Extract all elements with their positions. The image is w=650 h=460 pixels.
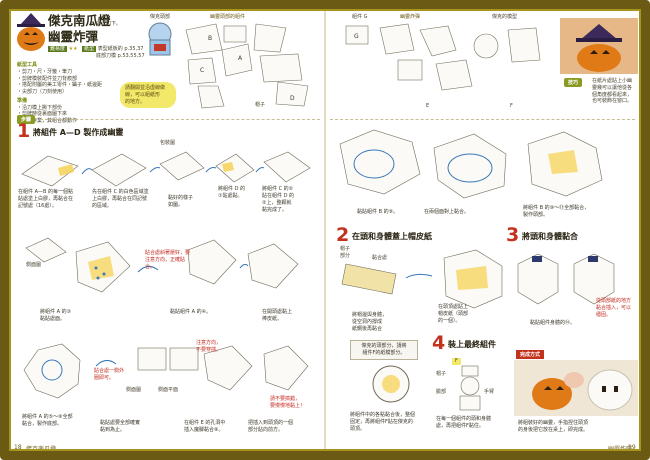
step1-illustrations — [18, 144, 318, 196]
top-label-a: 傑克頭部 — [150, 14, 171, 20]
label-arm: 手臂 — [484, 389, 495, 395]
section-bar: 步驟 — [17, 115, 36, 124]
tip-heading: 技巧 — [564, 78, 583, 87]
step3-illustrations — [508, 244, 636, 318]
svg-text:C: C — [200, 67, 204, 74]
step3-number: 3 — [506, 224, 520, 246]
step4-bubble: 傑克的頭部分，請將 組件F的紙模部分。 — [350, 340, 418, 360]
label-mid: 黏合處 — [372, 255, 388, 261]
right-top-label-b: 幽靈炸彈 — [400, 14, 421, 20]
note-red-1: 貼合處斜著壓好，要 注意方向，正確貼 合。 — [145, 250, 191, 270]
bottom-caption-3: 在組件 E 的孔洞中 插入魔腳黏合⑧。 — [184, 420, 226, 433]
step1-sub: 包裝圖 — [160, 140, 176, 146]
step4-title: 裝上最終組件 — [448, 340, 496, 349]
svg-text:B: B — [208, 35, 212, 42]
page-number-left: 18 — [14, 444, 22, 451]
svg-text:A: A — [238, 55, 243, 62]
step4-caption-2: 在每一個組件的頭和身體 處，再把組件F黏住。 — [436, 416, 492, 429]
note-red-3: 注意方向， 不要穿插。 — [196, 340, 222, 353]
step4-assembly-illustration — [440, 362, 500, 416]
label-face: 臉部 — [436, 389, 447, 395]
middle-caption-3: 在開頭處黏上 棒皮紙。 — [262, 309, 293, 322]
step3-title: 將頭和身體黏合 — [522, 232, 578, 241]
step1-caption-2: 先在組件 C 的白色區域塗 上白膠，再黏合在同記號 的區域。 — [92, 189, 149, 209]
step2-illustrations — [336, 244, 516, 314]
page-number-right: 19 — [628, 444, 636, 451]
middle-row-label: 側面圖 — [26, 262, 42, 268]
right-caption-1: 黏貼組件 B 的⑨。 — [357, 209, 399, 215]
box-b-label: 側面平面 — [158, 387, 179, 393]
finish-heading: 完成方式 — [516, 350, 545, 359]
step2-caption-1: 將帽邊與身體， 從空洞內撐成 紙鋼後再黏合 — [352, 312, 388, 332]
materials-heading: 紙型工具 — [17, 62, 38, 68]
bottom-caption-2: 黏貼處要全部確實 黏到為止。 — [100, 420, 141, 433]
right-caption-3: 將組件 B 的⑩～⑬全部黏合， 製作頭部。 — [523, 205, 590, 218]
page-ref-label: 紙型 — [82, 46, 97, 52]
label-f: F — [510, 103, 513, 109]
bottom-caption-4: 把插入到頭頂的一個 部分貼向前方。 — [248, 420, 294, 433]
box-a-label: 側面圖 — [126, 387, 142, 393]
materials-text: ・剪刀・尺・牙籤・筆刀 ・剪牌模裝配件並刀背痕部 ・搭配附屬的美工零件・鑷子・紙… — [17, 68, 103, 95]
right-top-label-c: 傑克的模型 — [492, 14, 518, 20]
difficulty-stars: ★★ — [68, 46, 78, 52]
page-title-line2: 幽靈炸彈 — [48, 29, 99, 44]
step1-middle-illustrations — [18, 232, 318, 312]
step1-caption-5: 將組件 C 的② 貼在組件 D 的 ②上，整顆就 黏完成了。 — [262, 186, 295, 213]
page-ref-text: 表型紙板的 p.35,37 — [97, 46, 144, 52]
svg-text:G: G — [354, 33, 359, 40]
notes-text: ・沿刀模上撕下部份 ・剪牌時從裏面圖下來 ・剪紙作業，其組合都動作 — [17, 104, 78, 125]
step1-title: 將組件 A—D 製作成幽靈 — [33, 128, 124, 137]
pumpkin-mascot-icon — [14, 13, 48, 53]
step4-number: 4 — [432, 332, 446, 354]
notes-heading: 準備 — [17, 97, 28, 104]
right-caption-2: 在兩個面對上黏合。 — [424, 209, 470, 215]
part-f-tag: F — [452, 358, 461, 365]
note-red-2: 貼合處一側外 圈即可。 — [94, 368, 125, 381]
ghost-figure-icon — [145, 20, 175, 60]
step4-caption-1: 將組件中的各點黏合後，整個 固定，再將組件F貼在傑克的 頭頂。 — [350, 412, 416, 432]
page-title-line1: 傑克南瓜燈 — [48, 13, 111, 28]
middle-caption-1: 將組件 A 的③ 黏貼處面。 — [40, 309, 72, 322]
note-red-4: 請不要搞錯， 要慢慢地黏上！ — [270, 396, 306, 409]
step2-number: 2 — [336, 224, 350, 246]
difficulty-label: 難易度 — [48, 46, 68, 52]
page-spine — [324, 9, 326, 451]
step1-number: 1 — [17, 120, 31, 142]
step1-caption-1: 在組件 A—B 的每一個點 貼處塗上白膠，再黏合在 記號處（16處）。 — [18, 189, 74, 209]
svg-text:D: D — [290, 95, 295, 102]
template-parts-a-d: B A C D — [178, 20, 318, 110]
step3-caption: 黏貼組件身體的⑭。 — [530, 320, 576, 326]
page-subtitle: 做法如下。 — [96, 21, 122, 27]
finished-pumpkin-photo — [560, 18, 638, 74]
page-footer-left: 傑克南瓜燈 — [26, 446, 57, 453]
middle-caption-2: 黏貼組件 A 的④。 — [170, 309, 212, 315]
label-e: E — [426, 103, 430, 109]
right-template-parts: G — [340, 20, 550, 110]
top-label-b: 幽靈頭部的組件 — [210, 14, 246, 20]
tip-badge: 請翻開並沿虛線做 線，可以組紙形 的地方。 — [120, 82, 176, 109]
top-label-c: 帽子 — [255, 102, 266, 108]
step2-title: 在頭和身體蓋上帽皮紙 — [352, 232, 432, 241]
label-hat: 帽子 部分 — [340, 246, 351, 259]
finish-caption: 將組裝好的幽靈，手指捏住頭頂 的身後把它放在桌上，即完成。 — [518, 420, 589, 433]
tip-text: 在紙片處貼上小幽 靈幾可以讓他從各 個角度都看起來， 也可裝飾在窗口。 — [592, 78, 633, 105]
page-ref-text2: 底部刀模 p.53,55,57 — [96, 53, 145, 59]
step2-caption-2: 在頭頂處貼上 帽皮紙（頭部 的一個）。 — [438, 304, 469, 324]
step1-caption-3: 黏好的樣子 如圖。 — [168, 195, 194, 208]
finish-photo — [514, 360, 638, 416]
right-top-label-a: 組件 G — [352, 14, 368, 20]
step3-note-red: 從頭部紙的地方 黏合插入，可以 穩固。 — [596, 298, 632, 318]
bottom-caption-1: 將組件 A 的⑤～⑧全部 黏合，製作底部。 — [22, 414, 73, 427]
step1-caption-4: 將組件 D 的 ①貼處黏。 — [218, 186, 246, 199]
step1-bottom-illustrations — [18, 340, 318, 410]
right-step1-illustrations — [334, 124, 634, 204]
label-hat2: 帽子 — [436, 371, 447, 377]
step4-pumpkin-illustration — [356, 360, 426, 408]
